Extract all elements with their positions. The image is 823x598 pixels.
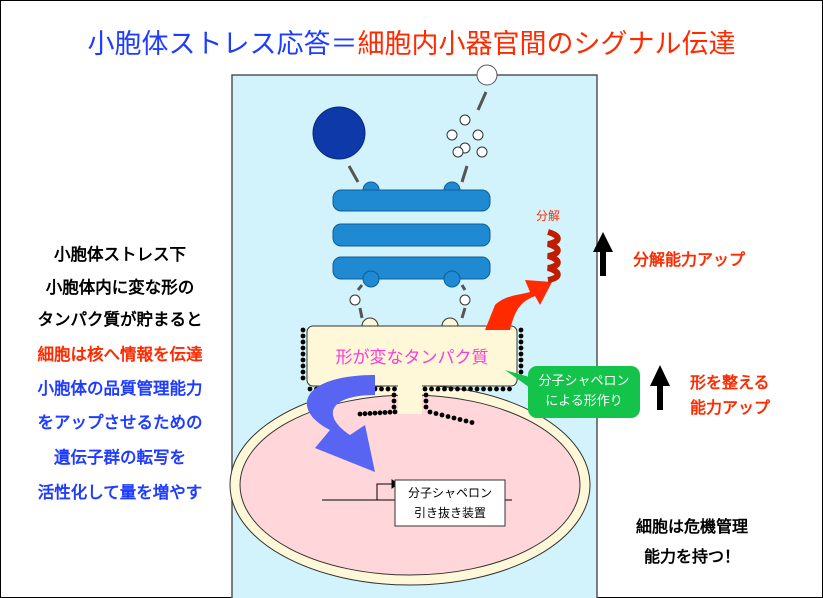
er-label: 形が変なタンパク質 <box>335 348 489 368</box>
left-line-blue: をアップさせるための <box>37 413 203 432</box>
left-line-blue: 遺伝子群の転写を <box>54 448 186 467</box>
chaperone-dot <box>518 363 524 369</box>
chaperone-dot <box>300 357 306 363</box>
degradation-label: 分解 <box>536 209 561 223</box>
chaperone-dot <box>439 412 445 418</box>
chaperone-dot <box>518 357 524 363</box>
degradation-arrow <box>485 280 552 330</box>
chaperone-dot <box>300 333 306 339</box>
chaperone-dot <box>300 339 306 345</box>
chaperone-dot <box>463 418 469 424</box>
chaperone-dot <box>300 363 306 369</box>
chaperone-dot <box>362 411 368 417</box>
chaperone-dot <box>445 414 451 419</box>
chaperone-callout <box>528 366 640 418</box>
endoplasmic-reticulum <box>306 317 518 414</box>
chaperone-dot <box>474 386 480 392</box>
chaperone-dot <box>300 351 306 357</box>
left-line: 小胞体内に変な形の <box>45 278 195 297</box>
chaperone-dot <box>455 386 460 392</box>
signal-arrow-to-nucleus <box>306 375 375 472</box>
lysosome <box>312 106 366 160</box>
chaperone-dot <box>429 386 434 392</box>
chaperone-dot <box>433 411 439 416</box>
chaperone-dot <box>461 386 467 392</box>
chaperone-dot <box>391 398 397 404</box>
degradation-up-label: 分解能力アップ <box>633 250 746 269</box>
chaperone-dot <box>469 420 475 425</box>
conclusion: 細胞は危機管理 能力を持つ！ <box>622 512 762 572</box>
folding-up-line: 形を整える <box>690 373 770 392</box>
folding-up-line: 能力アップ <box>690 398 771 417</box>
chaperone-dot <box>518 333 524 339</box>
chaperone-dot <box>435 386 441 392</box>
chaperone-dot <box>448 386 454 392</box>
left-line: 小胞体ストレス下 <box>54 245 186 264</box>
chaperone-dot <box>387 409 393 415</box>
chaperone-dot <box>367 411 373 416</box>
chaperone-dot <box>423 392 429 398</box>
chaperone-dot <box>442 386 447 392</box>
left-line: タンパク質が貯まると <box>37 310 203 329</box>
chaperone-dot <box>422 386 428 392</box>
callout-line: 分子シャペロン <box>538 374 630 389</box>
vesicles <box>349 114 488 306</box>
secretory-vesicle-exit <box>476 64 498 86</box>
chaperone-dot <box>518 351 524 357</box>
gene-box <box>394 479 506 527</box>
folding-up-label: 形を整える 能力アップ <box>690 370 770 420</box>
title-red: 細胞内小器官間のシグナル伝達 <box>357 29 736 60</box>
chaperone-dot <box>392 386 397 392</box>
chaperone-dot <box>518 345 524 351</box>
callout-line: による形作り <box>545 394 623 409</box>
chaperone-dot <box>518 369 524 375</box>
chaperone-dot <box>385 386 391 392</box>
chaperone-dot <box>518 327 524 333</box>
gene-box-line: 引き抜き装置 <box>413 506 486 520</box>
chaperone-dot <box>300 345 306 351</box>
degraded-protein <box>547 229 561 283</box>
golgi <box>332 181 491 288</box>
chaperone-dot <box>481 386 486 392</box>
chaperone-dot <box>372 410 378 416</box>
chaperone-dot <box>518 339 524 345</box>
chaperone-dot <box>507 386 512 392</box>
gene-box-line: 分子シャペロン <box>407 486 492 500</box>
callout-text: 分子シャペロン による形作り <box>528 372 640 412</box>
transport-arrows <box>347 91 488 319</box>
left-line-red: 細胞は核へ情報を伝達 <box>37 345 203 364</box>
chaperone-dot <box>468 386 473 392</box>
chaperone-dot <box>307 386 313 392</box>
conclusion-line: 能力を持つ！ <box>643 547 740 566</box>
chaperone-dot <box>392 409 398 415</box>
chaperone-dot <box>379 386 384 392</box>
chaperone-dot <box>423 404 429 410</box>
chaperone-dot <box>300 375 306 381</box>
left-line-blue: 小胞体の品質管理能力 <box>37 379 203 398</box>
chaperone-dot <box>427 409 433 415</box>
chaperone-dot <box>457 417 463 422</box>
up-arrow-degradation <box>593 232 613 276</box>
chaperone-dot <box>382 410 388 415</box>
page-title: 小胞体ストレス応答＝細胞内小器官間のシグナル伝達 <box>0 22 823 61</box>
chaperone-dot <box>377 410 383 416</box>
up-arrow-folding <box>650 365 670 410</box>
chaperone-dot <box>357 411 363 417</box>
chaperone-dot <box>494 386 499 392</box>
chaperone-dot <box>423 398 429 404</box>
chaperone-dot <box>487 386 493 392</box>
chaperone-dot <box>500 386 506 392</box>
chaperone-dot <box>391 404 397 410</box>
title-blue: 小胞体ストレス応答＝ <box>87 29 358 60</box>
left-line-blue: 活性化して量を増やす <box>37 483 203 502</box>
chaperone-dot <box>391 392 397 398</box>
gene-box-text: 分子シャペロン 引き抜き装置 <box>395 483 505 523</box>
chaperone-dot <box>300 327 306 333</box>
chaperone-dot <box>451 415 457 421</box>
chaperone-dot <box>300 369 306 375</box>
conclusion-line: 細胞は危機管理 <box>635 517 748 536</box>
